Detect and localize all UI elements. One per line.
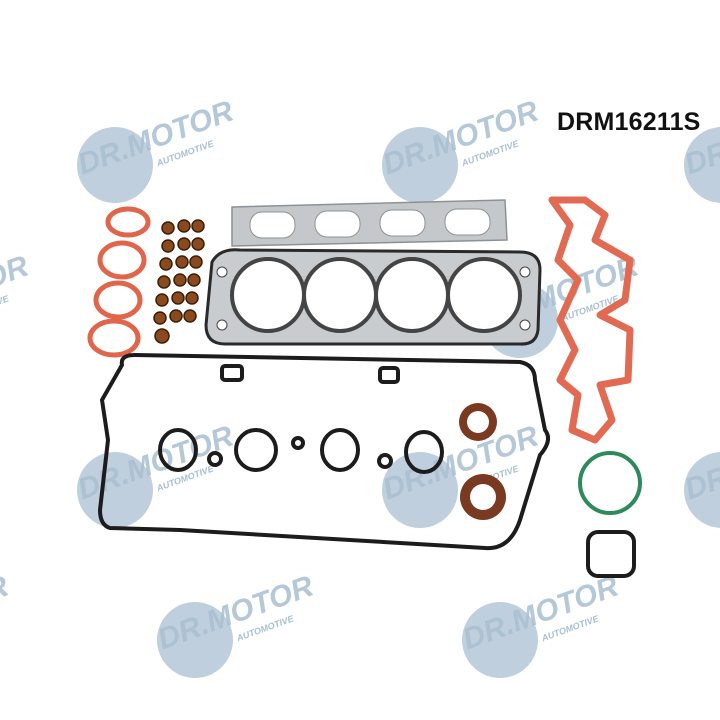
valve-stem-seals [153,219,205,344]
watermark-sub: AUTOMOTIVE [0,293,11,324]
shaft-seals [459,403,506,520]
intake-o-rings [87,206,151,358]
green-o-ring [578,451,642,515]
throttle-body-gasket [586,530,636,578]
cylinder-head-gasket [204,248,542,346]
intake-manifold-gasket [548,196,634,444]
product-code: DRM16211S [557,108,701,136]
exhaust-manifold-gasket [231,199,508,247]
valve-cover-gasket [98,353,551,551]
watermark-brand: DR.MOTOR [0,570,13,657]
